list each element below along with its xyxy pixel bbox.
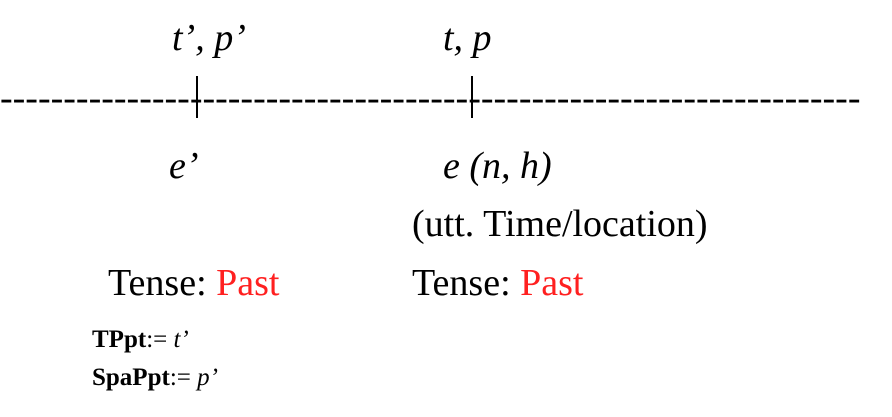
time-place-label-prime: t’, p’ (172, 17, 246, 59)
event-label: e (n, h) (443, 145, 552, 187)
tense-right-value: Past (520, 262, 584, 304)
tense-right-prefix: Tense: (412, 262, 521, 304)
tppt-key: TPpt (92, 326, 147, 353)
timeline-tick-left (196, 76, 198, 118)
spappt-operator: := (169, 364, 198, 391)
timeline-tick-right (471, 76, 473, 118)
utterance-note: (utt. Time/location) (412, 203, 708, 245)
spappt-key: SpaPpt (92, 364, 170, 391)
time-place-label: t, p (443, 17, 492, 59)
spappt-definition: SpaPpt:= p’ (92, 365, 218, 390)
tense-left: Tense: Past (108, 264, 280, 302)
event-label-prime: e’ (169, 145, 199, 187)
tense-left-value: Past (216, 262, 280, 304)
tense-right: Tense: Past (412, 264, 584, 302)
tense-left-prefix: Tense: (108, 262, 217, 304)
tppt-value: t’ (173, 326, 189, 353)
tppt-operator: := (146, 326, 174, 353)
timeline-line: ----------------------------------------… (0, 77, 861, 119)
tppt-definition: TPpt:= t’ (92, 327, 189, 352)
spappt-value: p’ (197, 364, 218, 391)
